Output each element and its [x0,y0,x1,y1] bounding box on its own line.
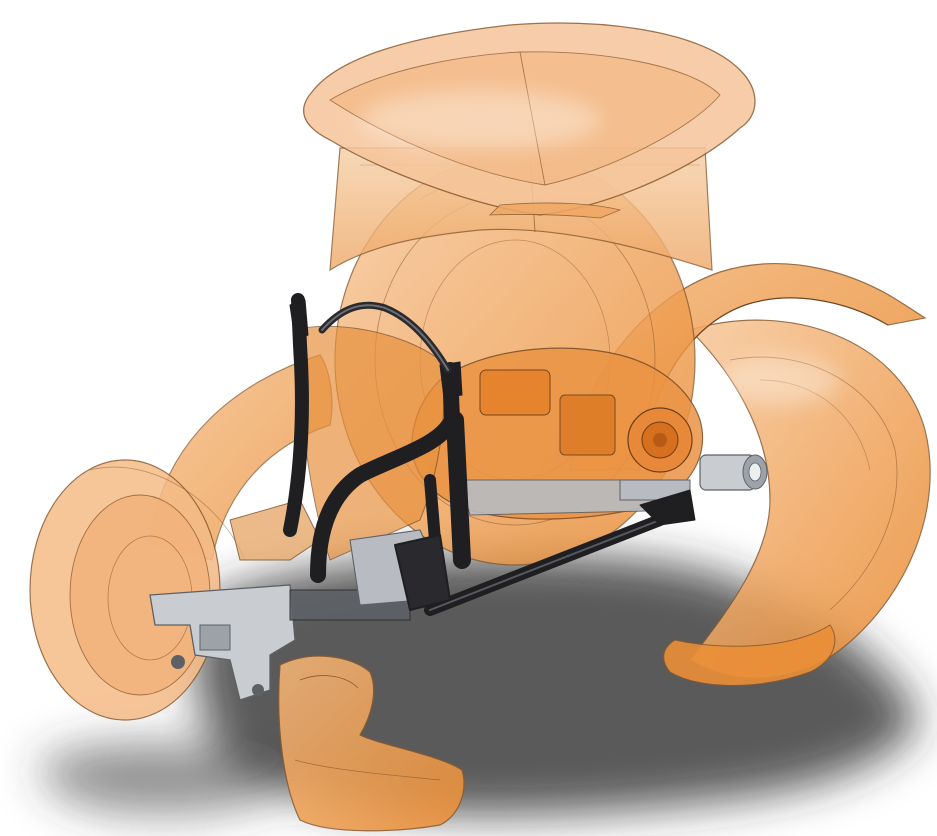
loader-right-arm [310,362,460,583]
shadow-front [40,742,300,815]
loader-frame [283,293,696,616]
rear-right-wheel [663,319,931,686]
transmission-housing [411,347,704,520]
loader-left-arm [283,293,309,537]
front-weight-bucket [278,655,465,832]
glass-highlights [360,90,840,405]
